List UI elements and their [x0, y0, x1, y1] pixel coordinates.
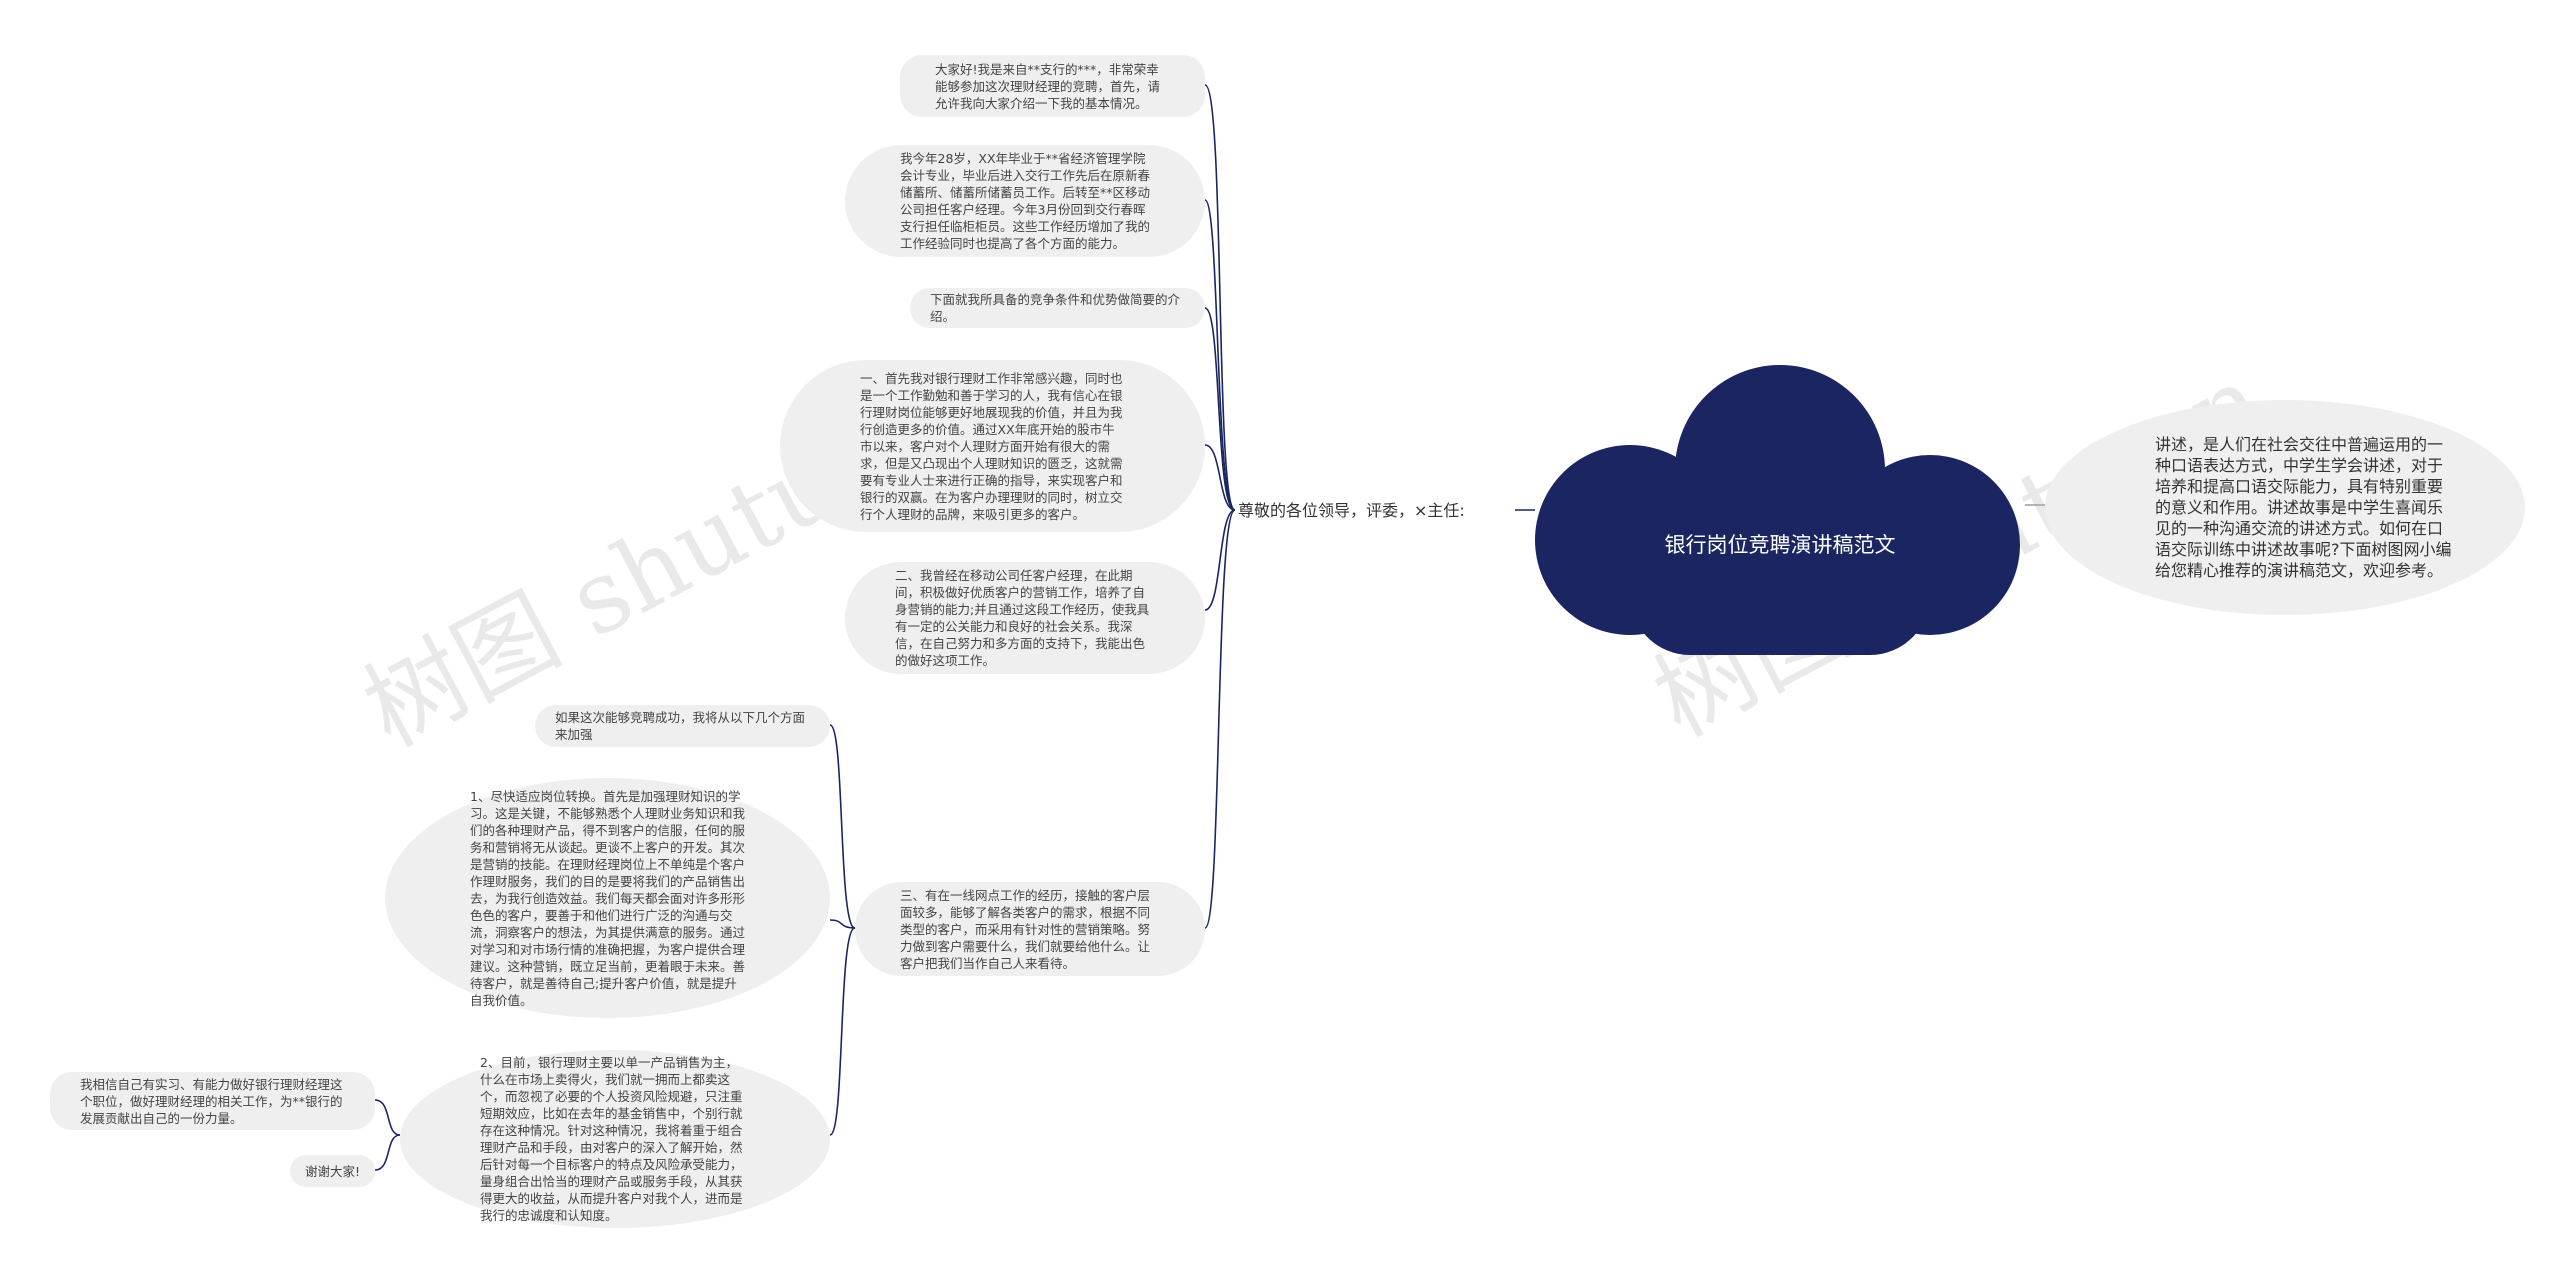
topic-node-text: 我相信自己有实习、有能力做好银行理财经理这个职位，做好理财经理的相关工作，为**…: [80, 1076, 343, 1126]
topic-node-text: 一、首先我对银行理财工作非常感兴趣，同时也是一个工作勤勉和善于学习的人，我有信心…: [860, 370, 1123, 522]
central-topic-title: 银行岗位竞聘演讲稿范文: [1664, 533, 1896, 557]
topic-node-text: 二、我曾经在移动公司任客户经理，在此期间，积极做好优质客户的营销工作，培养了自身…: [895, 568, 1150, 668]
topic-node-plan-2[interactable]: 2、目前，银行理财主要以单一产品销售为主，什么在市场上卖得火，我们就一拥而上都卖…: [400, 1050, 830, 1228]
topic-node-plan-1[interactable]: 1、尽快适应岗位转换。首先是加强理财知识的学习。这是关键，不能够熟悉个人理财业务…: [385, 778, 830, 1018]
topic-node-background[interactable]: 我今年28岁，XX年毕业于**省经济管理学院会计专业，毕业后进入交行工作先后在原…: [845, 145, 1205, 257]
topic-node-text: 谢谢大家!: [304, 1163, 360, 1179]
greeting-hub-node[interactable]: 尊敬的各位领导，评委，×主任:: [1238, 501, 1465, 520]
central-topic-cloud[interactable]: [1535, 365, 2025, 655]
topic-node-text: 我今年28岁，XX年毕业于**省经济管理学院会计专业，毕业后进入交行工作先后在原…: [900, 151, 1151, 251]
topic-node-plan-intro[interactable]: 如果这次能够竞聘成功，我将从以下几个方面来加强: [535, 705, 830, 747]
topic-node-advantage-1[interactable]: 一、首先我对银行理财工作非常感兴趣，同时也是一个工作勤勉和善于学习的人，我有信心…: [780, 360, 1205, 532]
topic-node-conditions[interactable]: 下面就我所具备的竞争条件和优势做简要的介绍。: [910, 288, 1205, 328]
topic-node-text: 大家好!我是来自**支行的***，非常荣幸能够参加这次理财经理的竞聘，首先，请允…: [935, 61, 1161, 111]
topic-node-text: 下面就我所具备的竞争条件和优势做简要的介绍。: [930, 292, 1181, 324]
topic-node-thanks[interactable]: 谢谢大家!: [290, 1155, 375, 1187]
intro-description-node[interactable]: 讲述，是人们在社会交往中普遍运用的一种口语表达方式，中学生学会讲述，对于培养和提…: [2045, 400, 2525, 615]
topic-node-text: 三、有在一线网点工作的经历，接触的客户层面较多，能够了解各类客户的需求，根据不同…: [900, 887, 1151, 971]
topic-node-self-intro[interactable]: 大家好!我是来自**支行的***，非常荣幸能够参加这次理财经理的竞聘，首先，请允…: [900, 55, 1205, 117]
topic-node-advantage-3[interactable]: 三、有在一线网点工作的经历，接触的客户层面较多，能够了解各类客户的需求，根据不同…: [855, 882, 1205, 976]
topic-node-closing[interactable]: 我相信自己有实习、有能力做好银行理财经理这个职位，做好理财经理的相关工作，为**…: [50, 1072, 375, 1130]
topic-node-text: 1、尽快适应岗位转换。首先是加强理财知识的学习。这是关键，不能够熟悉个人理财业务…: [470, 788, 746, 1008]
topic-node-advantage-2[interactable]: 二、我曾经在移动公司任客户经理，在此期间，积极做好优质客户的营销工作，培养了自身…: [845, 562, 1205, 674]
intro-description-text: 讲述，是人们在社会交往中普遍运用的一种口语表达方式，中学生学会讲述，对于培养和提…: [2155, 435, 2452, 580]
topic-node-text: 如果这次能够竞聘成功，我将从以下几个方面来加强: [555, 710, 806, 742]
topic-node-text: 2、目前，银行理财主要以单一产品销售为主，什么在市场上卖得火，我们就一拥而上都卖…: [480, 1055, 743, 1223]
